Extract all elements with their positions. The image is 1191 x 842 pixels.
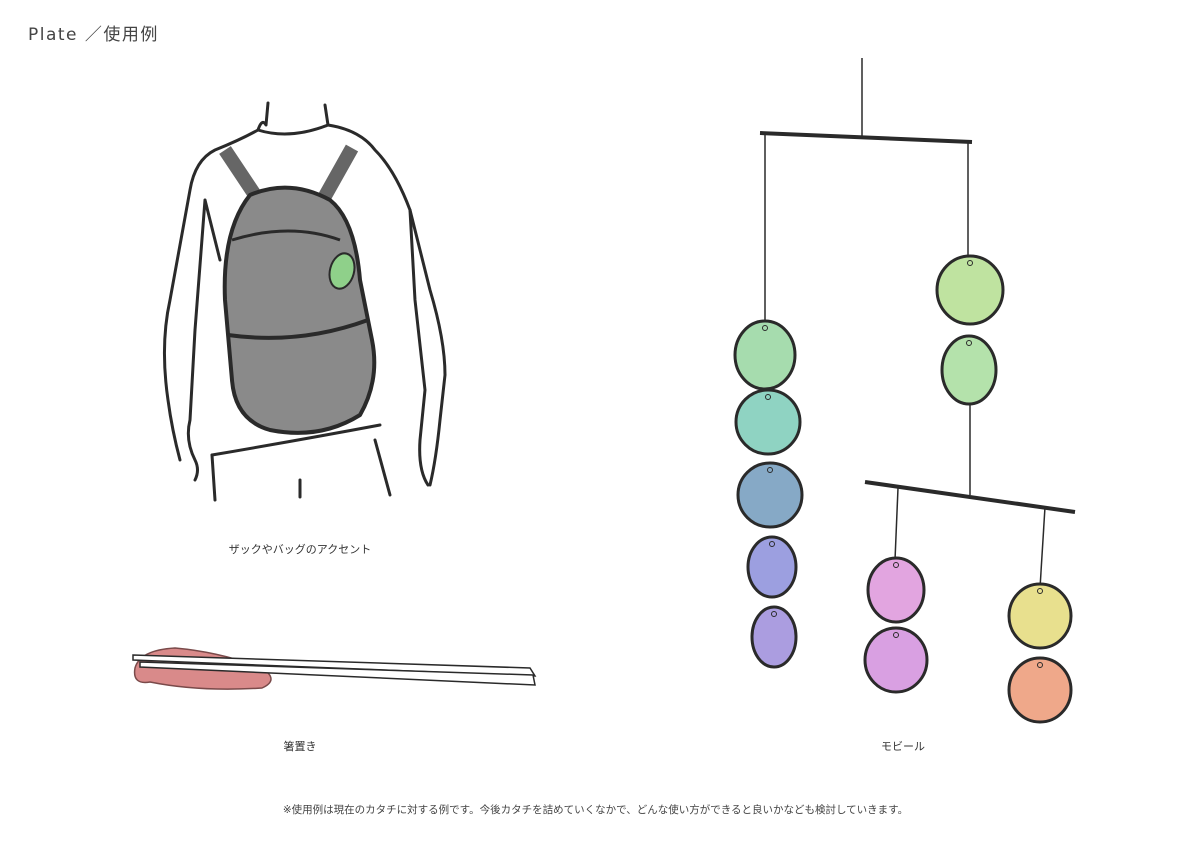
mobile-disc (863, 626, 929, 694)
caption-mobile: モビール (881, 740, 925, 753)
disc-hole (893, 632, 899, 638)
chopstick-rest-illustration (132, 647, 537, 690)
backpack-illustration (162, 101, 447, 502)
mobile-disc (935, 254, 1005, 326)
disc-hole (769, 541, 775, 547)
mobile-disc (734, 388, 802, 456)
footnote: ※使用例は現在のカタチに対する例です。今後カタチを詰めていくなかで、どんな使い方… (282, 804, 909, 816)
mobile-disc (733, 319, 797, 391)
mobile-illustration (759, 58, 1076, 589)
disc-hole (1037, 588, 1043, 594)
plate-accent-green (328, 252, 356, 290)
mobile-disc (940, 334, 998, 406)
mobile-disc (750, 605, 798, 669)
page-title: Plate ／使用例 (28, 25, 159, 45)
disc-hole (771, 611, 777, 617)
backpack (219, 144, 377, 435)
caption-backpack: ザックやバッグのアクセント (228, 543, 372, 556)
mobile-disc (746, 535, 798, 599)
caption-chopstick-rest: 箸置き (283, 740, 317, 753)
disc-hole (767, 467, 773, 473)
mobile-disc (1007, 582, 1073, 650)
disc-hole (967, 260, 973, 266)
mobile-disc (866, 556, 926, 624)
mobile-disc (736, 461, 804, 529)
disc-hole (893, 562, 899, 568)
disc-hole (1037, 662, 1043, 668)
disc-hole (966, 340, 972, 346)
mobile-disc (1007, 656, 1073, 724)
mobile-discs (733, 254, 1073, 724)
disc-hole (765, 394, 771, 400)
disc-hole (762, 325, 768, 331)
